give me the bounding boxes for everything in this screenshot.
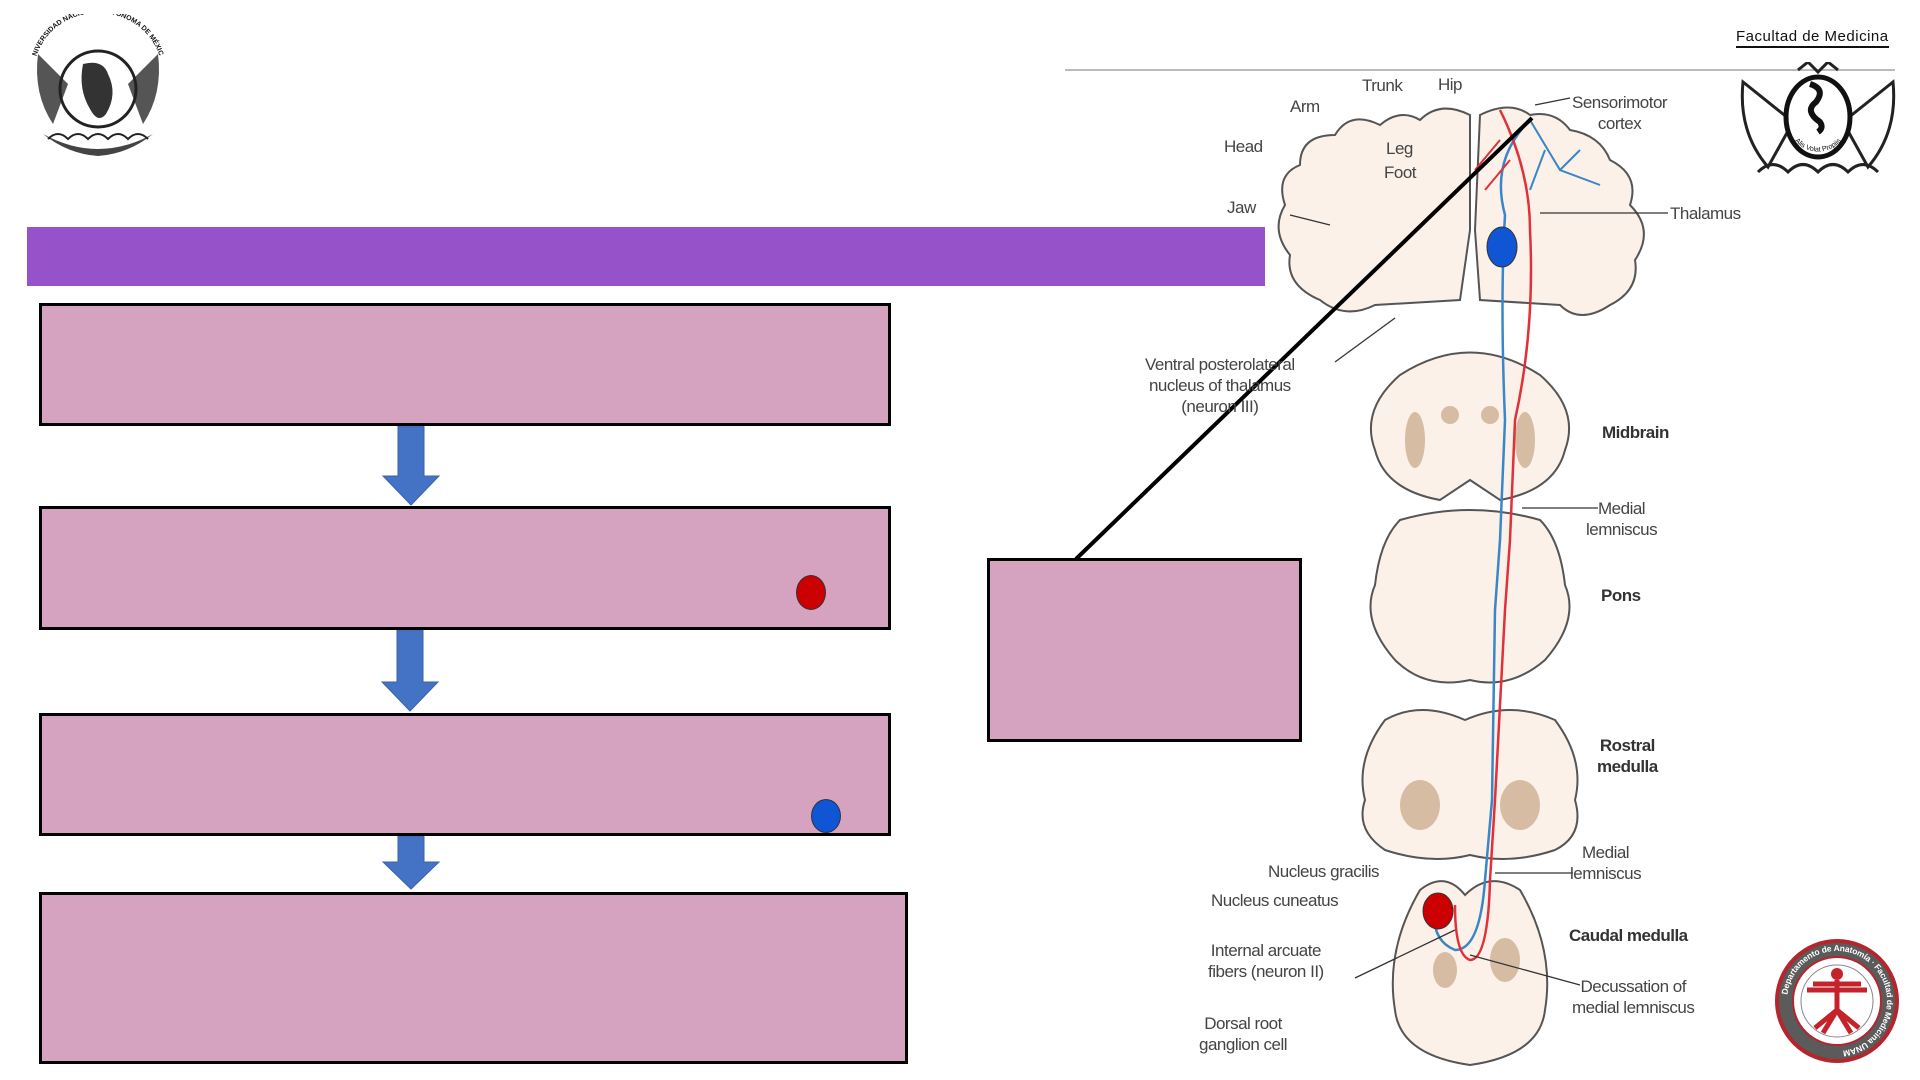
label-leader-lines xyxy=(1289,97,1668,986)
unam-logo: UNIVERSIDAD NACIONAL AUTÓNOMA DE MÉXICO xyxy=(25,8,168,166)
blue-pathway xyxy=(1432,119,1531,952)
label-foot: Foot xyxy=(1384,163,1417,182)
red-cortex-branches xyxy=(1474,139,1511,191)
label-line: nucleus of thalamus xyxy=(1148,376,1291,395)
label-line: Medial xyxy=(1598,499,1646,518)
faculty-name: Facultad de Medicina xyxy=(1736,28,1889,48)
anatomy-department-logo: Departamento de Anatomía · Facultad de M… xyxy=(1773,938,1901,1064)
red-pathway xyxy=(1453,109,1533,962)
red-marker-nucleus xyxy=(1422,892,1454,930)
down-arrow-3 xyxy=(381,836,441,890)
header-divider xyxy=(1065,69,1895,71)
label-leg: Leg xyxy=(1386,139,1413,158)
label-hip: Hip xyxy=(1438,75,1463,94)
label-line: fibers (neuron II) xyxy=(1208,962,1324,981)
label-line: Internal arcuate xyxy=(1210,941,1322,960)
pons-section xyxy=(1369,509,1571,684)
flow-box-4 xyxy=(39,892,908,1064)
label-rostral-medulla: Rostral medulla xyxy=(1597,735,1658,777)
label-trunk: Trunk xyxy=(1362,76,1403,95)
flow-box-1 xyxy=(39,303,891,426)
label-line: Medial xyxy=(1582,843,1630,862)
red-marker xyxy=(796,575,826,610)
label-sensorimotor-cortex: Sensorimotor cortex xyxy=(1572,92,1668,134)
label-line: medulla xyxy=(1597,757,1658,776)
callout-box xyxy=(987,558,1302,742)
label-nucleus-gracilis: Nucleus gracilis xyxy=(1268,862,1380,881)
label-line: Dorsal root xyxy=(1204,1014,1282,1033)
label-line: medial lemniscus xyxy=(1572,998,1695,1017)
label-nucleus-cuneatus: Nucleus cuneatus xyxy=(1211,891,1339,910)
label-medial-lemniscus-lower: Medial lemniscus xyxy=(1570,842,1642,884)
faculty-logo: Alis Volat Propiis xyxy=(1738,59,1898,192)
caudal-medulla-section xyxy=(1391,880,1549,1067)
label-midbrain: Midbrain xyxy=(1602,423,1669,442)
label-internal-arcuate: Internal arcuate fibers (neuron II) xyxy=(1208,940,1324,982)
flow-box-3 xyxy=(39,713,891,836)
callout-line xyxy=(1074,116,1534,561)
down-arrow-1 xyxy=(381,426,441,506)
title-bar xyxy=(27,227,1265,286)
label-line: (neuron III) xyxy=(1181,397,1259,416)
label-vpl-nucleus: Ventral posterolateral nucleus of thalam… xyxy=(1145,354,1295,417)
label-dorsal-root-ganglion: Dorsal root ganglion cell xyxy=(1199,1013,1288,1055)
label-line: cortex xyxy=(1597,114,1642,133)
label-thalamus: Thalamus xyxy=(1670,204,1741,223)
label-pons: Pons xyxy=(1601,586,1641,605)
blue-marker xyxy=(811,799,841,833)
blue-marker-thalamus xyxy=(1486,226,1518,268)
midbrain-section xyxy=(1369,351,1571,502)
flow-box-2 xyxy=(39,506,891,630)
label-jaw: Jaw xyxy=(1227,198,1256,217)
blue-cortex-branches xyxy=(1529,119,1601,191)
dcml-pathway-diagram xyxy=(1074,97,1668,1067)
label-medial-lemniscus-upper: Medial lemniscus xyxy=(1586,498,1658,540)
label-line: lemniscus xyxy=(1570,864,1642,883)
label-arm: Arm xyxy=(1290,97,1320,116)
cerebrum-right xyxy=(1473,106,1645,316)
label-caudal-medulla: Caudal medulla xyxy=(1569,926,1688,945)
label-line: lemniscus xyxy=(1586,520,1658,539)
label-line: Sensorimotor xyxy=(1572,93,1668,112)
down-arrow-2 xyxy=(380,630,440,712)
label-head: Head xyxy=(1224,137,1263,156)
label-line: ganglion cell xyxy=(1199,1035,1288,1054)
label-line: Rostral xyxy=(1599,736,1656,755)
label-line: Decussation of xyxy=(1580,977,1686,996)
rostral-medulla-section xyxy=(1361,709,1579,860)
label-line: Ventral posterolateral xyxy=(1145,355,1295,374)
label-decussation: Decussation of medial lemniscus xyxy=(1572,976,1695,1018)
cerebrum-left xyxy=(1277,107,1471,313)
